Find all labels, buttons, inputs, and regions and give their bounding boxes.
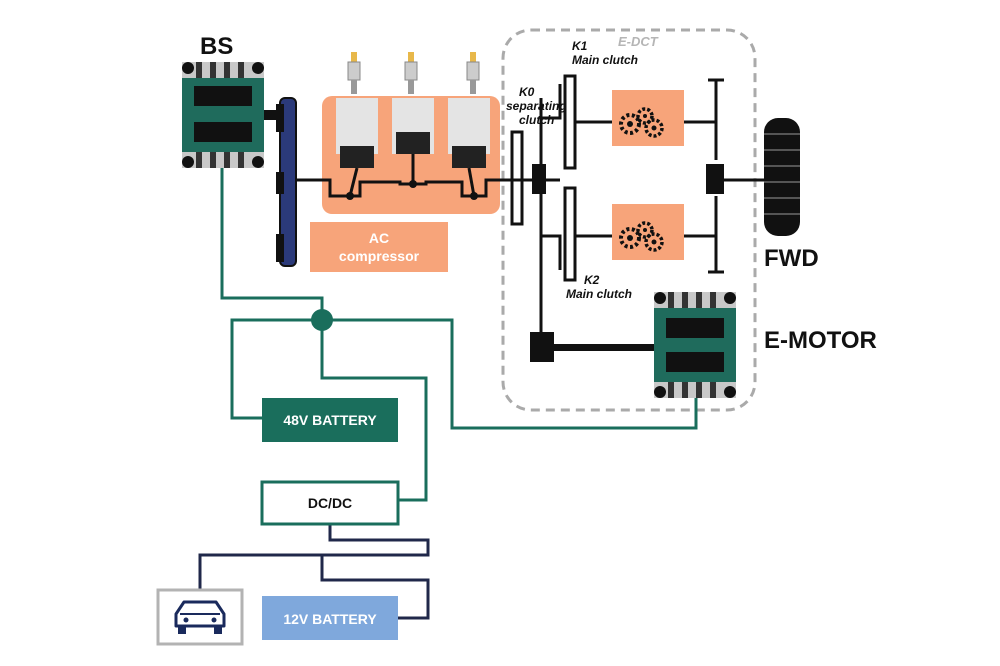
battery-12v-label: 12V BATTERY [283,611,377,627]
wheel-icon [764,118,800,236]
k2-label-line1: K2 [584,273,600,287]
k2-label-line2: Main clutch [566,287,632,301]
car-icon [156,588,244,646]
final-drive [706,164,724,194]
bs-motor [182,62,264,168]
lv-wiring [198,524,430,620]
bs-label: BS [200,33,233,60]
battery-48v [262,398,398,442]
k0-label-line3: clutch [519,113,554,127]
fwd-label: FWD [764,245,819,272]
k0-label-line2: separating [506,99,567,113]
belt-drive [276,97,297,267]
bs-shaft [264,110,282,120]
motor-coupler [530,332,554,362]
ac-compressor-box [310,222,448,272]
junction-node [311,309,333,331]
battery-12v [262,596,398,640]
motor-shaft [554,344,654,351]
engine-block [296,96,510,214]
spark-plug-icon [347,52,480,94]
k0-label-line1: K0 [519,85,535,99]
dcdc-converter [260,480,400,526]
battery-48v-label: 48V BATTERY [283,412,377,428]
k1-label-line2: Main clutch [572,53,638,67]
edct-label: E-DCT [618,34,659,49]
gear-icon [612,90,684,260]
k1-label-line1: K1 [572,39,588,53]
k0-hub [532,164,546,194]
ac-compressor-line1: AC [369,230,389,246]
edct-region [501,28,757,412]
ac-compressor-line2: compressor [339,248,420,264]
e-motor [654,292,736,398]
emotor-label: E-MOTOR [764,327,877,354]
dcdc-label: DC/DC [308,495,352,511]
